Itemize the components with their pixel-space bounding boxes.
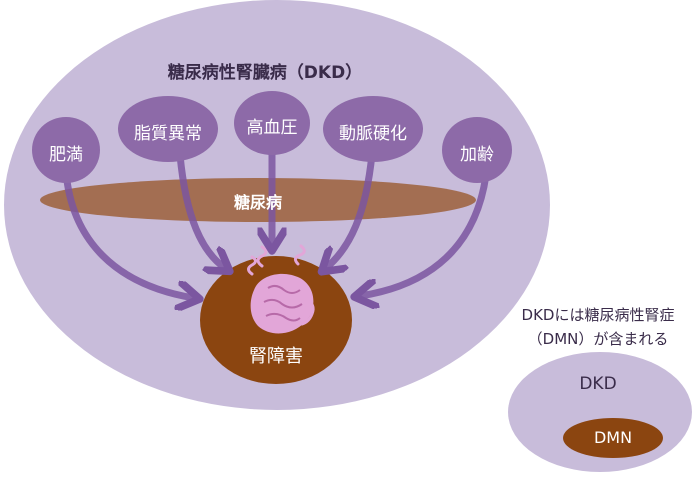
factor-label-aging: 加齢 bbox=[460, 145, 494, 165]
factor-label-obesity: 肥満 bbox=[49, 145, 83, 165]
small-dmn-label: DMN bbox=[593, 428, 633, 447]
arrow-dyslipidemia bbox=[176, 151, 225, 268]
kidney-icon bbox=[247, 244, 315, 334]
arrow-arteriosclerosis bbox=[326, 150, 376, 268]
small-dkd-label: DKD bbox=[579, 374, 617, 394]
factor-label-arteriosclerosis: 動脈硬化 bbox=[339, 124, 407, 144]
arrow-aging bbox=[360, 171, 490, 296]
factor-label-dyslipidemia: 脂質異常 bbox=[134, 124, 202, 144]
arrow-obesity bbox=[62, 168, 194, 298]
small-dmn-ellipse bbox=[563, 418, 663, 458]
kidney-damage-label: 腎障害 bbox=[249, 346, 303, 367]
note-line-2: （DMN）が含まれる bbox=[527, 330, 669, 348]
factor-circle-obesity bbox=[32, 117, 100, 183]
factor-circle-dyslipidemia bbox=[118, 96, 218, 162]
factor-circle-aging bbox=[442, 117, 512, 183]
diagram-title: 糖尿病性腎臓病（DKD） bbox=[167, 63, 363, 83]
diabetes-label: 糖尿病 bbox=[233, 193, 282, 212]
factor-circle-arteriosclerosis bbox=[323, 96, 423, 162]
factor-circle-hypertension bbox=[234, 91, 310, 155]
note-line-1: DKDには糖尿病性腎症 bbox=[521, 306, 675, 324]
factor-label-hypertension: 高血圧 bbox=[246, 118, 298, 138]
